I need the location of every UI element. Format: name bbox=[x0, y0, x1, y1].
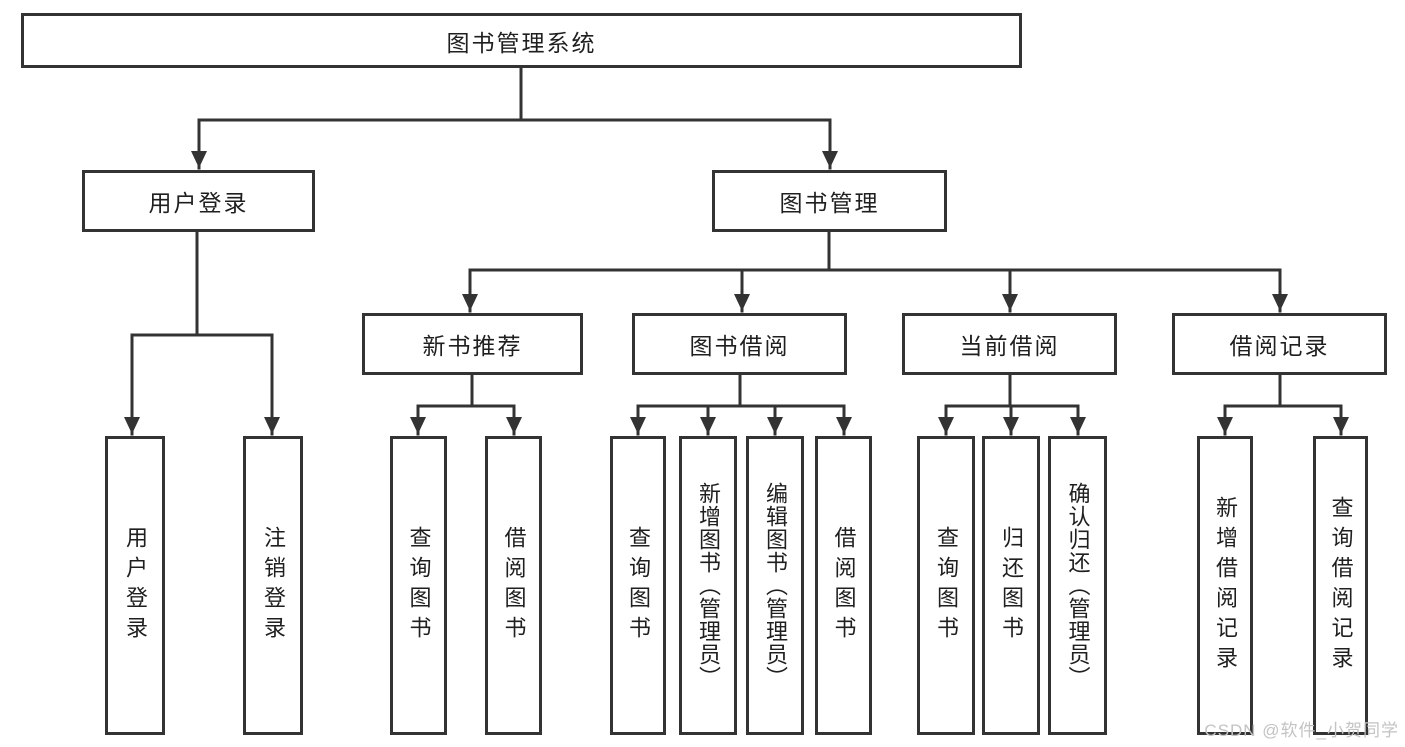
leaf-label: 借阅图书 bbox=[831, 525, 857, 646]
node-user-login: 用户登录 bbox=[82, 170, 315, 232]
node-confirm-return-admin: 确认归还（管理员） bbox=[1048, 436, 1107, 735]
node-borrow-books-leaf: 借阅图书 bbox=[815, 436, 872, 735]
csdn-watermark: CSDN @软件_小贺同学 bbox=[1204, 721, 1399, 740]
node-query-books-current: 查询图书 bbox=[917, 436, 975, 735]
node-borrow-books-recommend: 借阅图书 bbox=[485, 436, 542, 735]
node-query-books-borrow: 查询图书 bbox=[610, 436, 666, 735]
leaf-label: 查询借阅记录 bbox=[1328, 495, 1354, 676]
leaf-label: 借阅图书 bbox=[501, 525, 527, 646]
node-query-borrow-record: 查询借阅记录 bbox=[1313, 436, 1368, 735]
node-user-login-leaf: 用户登录 bbox=[105, 436, 165, 735]
leaf-label: 用户登录 bbox=[123, 525, 148, 646]
leaf-label: 新增图书（管理员） bbox=[696, 482, 721, 689]
node-return-books: 归还图书 bbox=[982, 436, 1040, 735]
node-logout: 注销登录 bbox=[243, 436, 303, 735]
node-current-borrow: 当前借阅 bbox=[902, 313, 1117, 375]
leaf-label: 查询图书 bbox=[626, 525, 651, 646]
node-book-borrow: 图书借阅 bbox=[632, 313, 847, 375]
leaf-label: 编辑图书（管理员） bbox=[763, 482, 788, 689]
node-add-book-admin: 新增图书（管理员） bbox=[679, 436, 737, 735]
node-borrow-records: 借阅记录 bbox=[1172, 313, 1387, 375]
node-edit-book-admin: 编辑图书（管理员） bbox=[746, 436, 804, 735]
leaf-label: 归还图书 bbox=[999, 525, 1024, 646]
leaf-label: 查询图书 bbox=[934, 525, 959, 646]
leaf-label: 确认归还（管理员） bbox=[1065, 482, 1091, 689]
node-add-borrow-record: 新增借阅记录 bbox=[1197, 436, 1253, 735]
leaf-label: 注销登录 bbox=[261, 525, 286, 646]
leaf-label: 查询图书 bbox=[406, 525, 432, 646]
leaf-label: 新增借阅记录 bbox=[1213, 495, 1238, 676]
node-query-books-recommend: 查询图书 bbox=[390, 436, 447, 735]
node-library-system: 图书管理系统 bbox=[21, 13, 1022, 68]
node-book-management: 图书管理 bbox=[712, 170, 947, 232]
node-new-book-recommend: 新书推荐 bbox=[362, 313, 583, 375]
